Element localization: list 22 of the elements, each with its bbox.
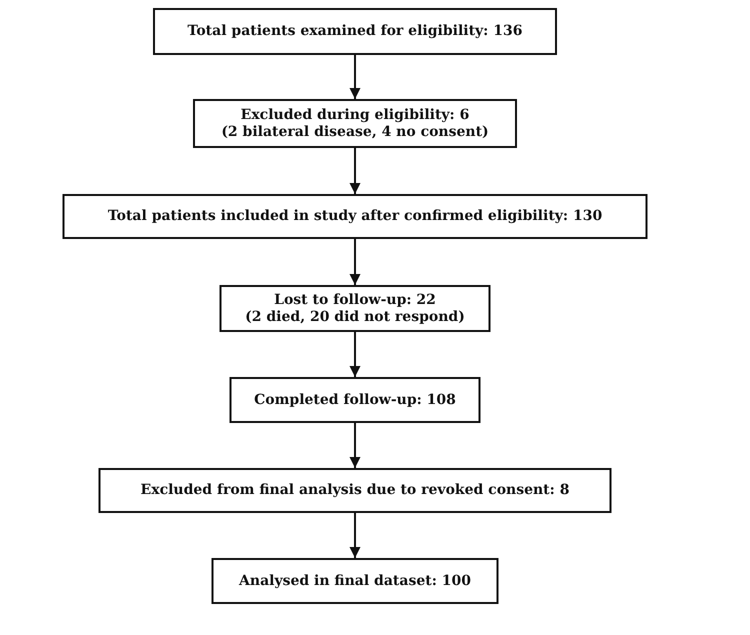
box-text: (2 died, 20 did not respond) bbox=[245, 308, 465, 326]
process-box bbox=[212, 558, 498, 604]
box-text: Lost to follow-up: 22 bbox=[274, 292, 436, 308]
process-box bbox=[230, 377, 480, 423]
process-box bbox=[220, 285, 490, 332]
process-box bbox=[62, 194, 648, 239]
process-box bbox=[153, 8, 557, 55]
process-box bbox=[98, 468, 612, 513]
box-text: Excluded from final analysis due to revoked consent: 8 bbox=[140, 482, 570, 499]
box-text: (2 bilateral disease, 4 no consent) bbox=[221, 124, 489, 140]
box-text: Total patients included in study after confirmed eligibility: 130 bbox=[108, 208, 602, 225]
box-text: Completed follow-up: 108 bbox=[254, 392, 456, 408]
arrow bbox=[350, 513, 360, 558]
arrow bbox=[350, 423, 360, 468]
arrow bbox=[350, 332, 360, 377]
process-box bbox=[193, 99, 517, 148]
arrow bbox=[350, 55, 360, 99]
arrow bbox=[350, 148, 360, 194]
box-text: Excluded during eligibility: 6 bbox=[240, 106, 470, 124]
box-text: Analysed in final dataset: 100 bbox=[239, 572, 471, 590]
arrow bbox=[350, 239, 360, 285]
box-text: Total patients examined for eligibility: 136 bbox=[188, 23, 522, 40]
